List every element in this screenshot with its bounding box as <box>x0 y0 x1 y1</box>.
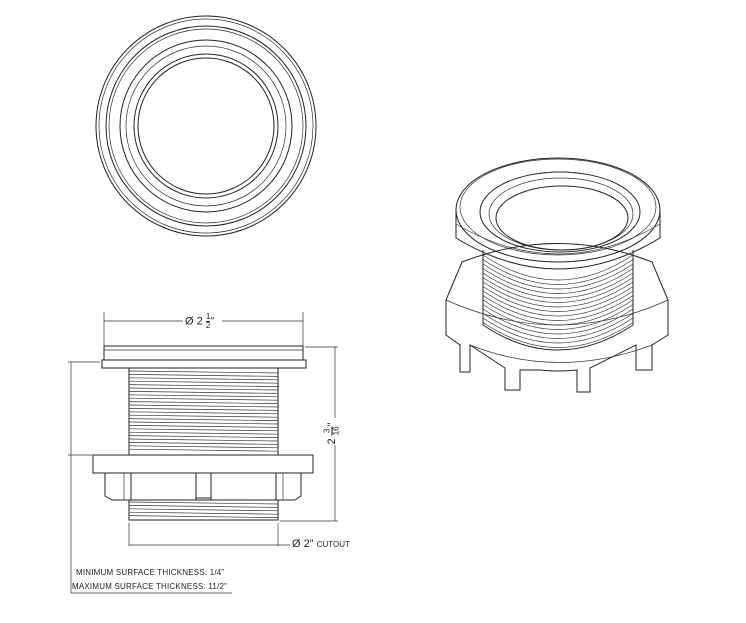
thread-line <box>128 401 279 404</box>
thread-line <box>128 515 279 518</box>
thread-line <box>128 404 279 408</box>
thread-line <box>482 268 634 294</box>
thread-line <box>128 425 279 428</box>
cutout-text: CUTOUT <box>316 540 350 549</box>
thread-line <box>128 394 279 398</box>
thread-line <box>482 308 634 335</box>
whole-number: 2 <box>325 438 338 445</box>
thread-line <box>128 505 279 508</box>
top-view <box>95 15 317 237</box>
thread-line <box>482 299 634 326</box>
thread-lines-lower <box>128 501 279 518</box>
thread-line <box>482 290 634 317</box>
whole-number: 2 <box>196 315 203 328</box>
thread-line <box>482 277 634 303</box>
side-view <box>92 345 314 521</box>
isometric-view <box>445 157 669 393</box>
thread-line <box>128 448 279 452</box>
thread-line <box>128 438 279 442</box>
thread-line <box>482 259 634 285</box>
thread-line <box>128 431 279 435</box>
thread-line <box>128 391 279 394</box>
denominator: 2 <box>205 321 211 330</box>
cutout-label: Ø 2" CUTOUT <box>292 538 350 550</box>
thread-line <box>128 445 279 449</box>
thread-line <box>128 418 279 421</box>
thread-line <box>128 370 279 374</box>
thread-line <box>128 384 279 387</box>
thread-lines-upper <box>128 370 279 452</box>
thread-line <box>128 408 279 411</box>
thread-line <box>128 508 279 512</box>
denominator: 16 <box>331 426 341 436</box>
diameter-symbol: Ø <box>185 315 194 328</box>
thread-line <box>128 442 279 445</box>
diameter-symbol: Ø <box>292 538 301 550</box>
thread-line <box>482 263 634 290</box>
thread-line <box>482 304 634 330</box>
thread-line <box>128 435 279 438</box>
max-thickness-note: MAXIMUM SURFACE THICKNESS: 11/2" <box>72 582 228 591</box>
thread-line <box>482 322 634 348</box>
thread-line <box>482 254 634 281</box>
thread-line <box>482 272 634 299</box>
thread-line <box>482 317 634 344</box>
thread-line <box>482 295 634 321</box>
thread-line <box>128 387 279 391</box>
thread-line <box>128 380 279 384</box>
thread-line <box>128 397 279 401</box>
unit: " <box>325 422 338 427</box>
thread-line <box>128 414 279 418</box>
thread-line <box>128 421 279 425</box>
unit: " <box>210 315 215 328</box>
numerator: 1 <box>205 312 211 322</box>
thread-line <box>128 374 279 377</box>
thread-line <box>482 281 634 308</box>
thread-lines-iso <box>482 254 634 348</box>
thread-line <box>128 501 279 505</box>
thread-line <box>128 411 279 415</box>
thread-line <box>128 428 279 432</box>
thread-line <box>128 377 279 381</box>
thread-line <box>482 313 634 339</box>
min-thickness-note: MINIMUM SURFACE THICKNESS: 1/4" <box>76 568 225 577</box>
thread-line <box>128 511 279 515</box>
cutout-value: 2" <box>303 538 314 550</box>
dimension-lines <box>68 312 338 594</box>
thread-line <box>482 286 634 312</box>
